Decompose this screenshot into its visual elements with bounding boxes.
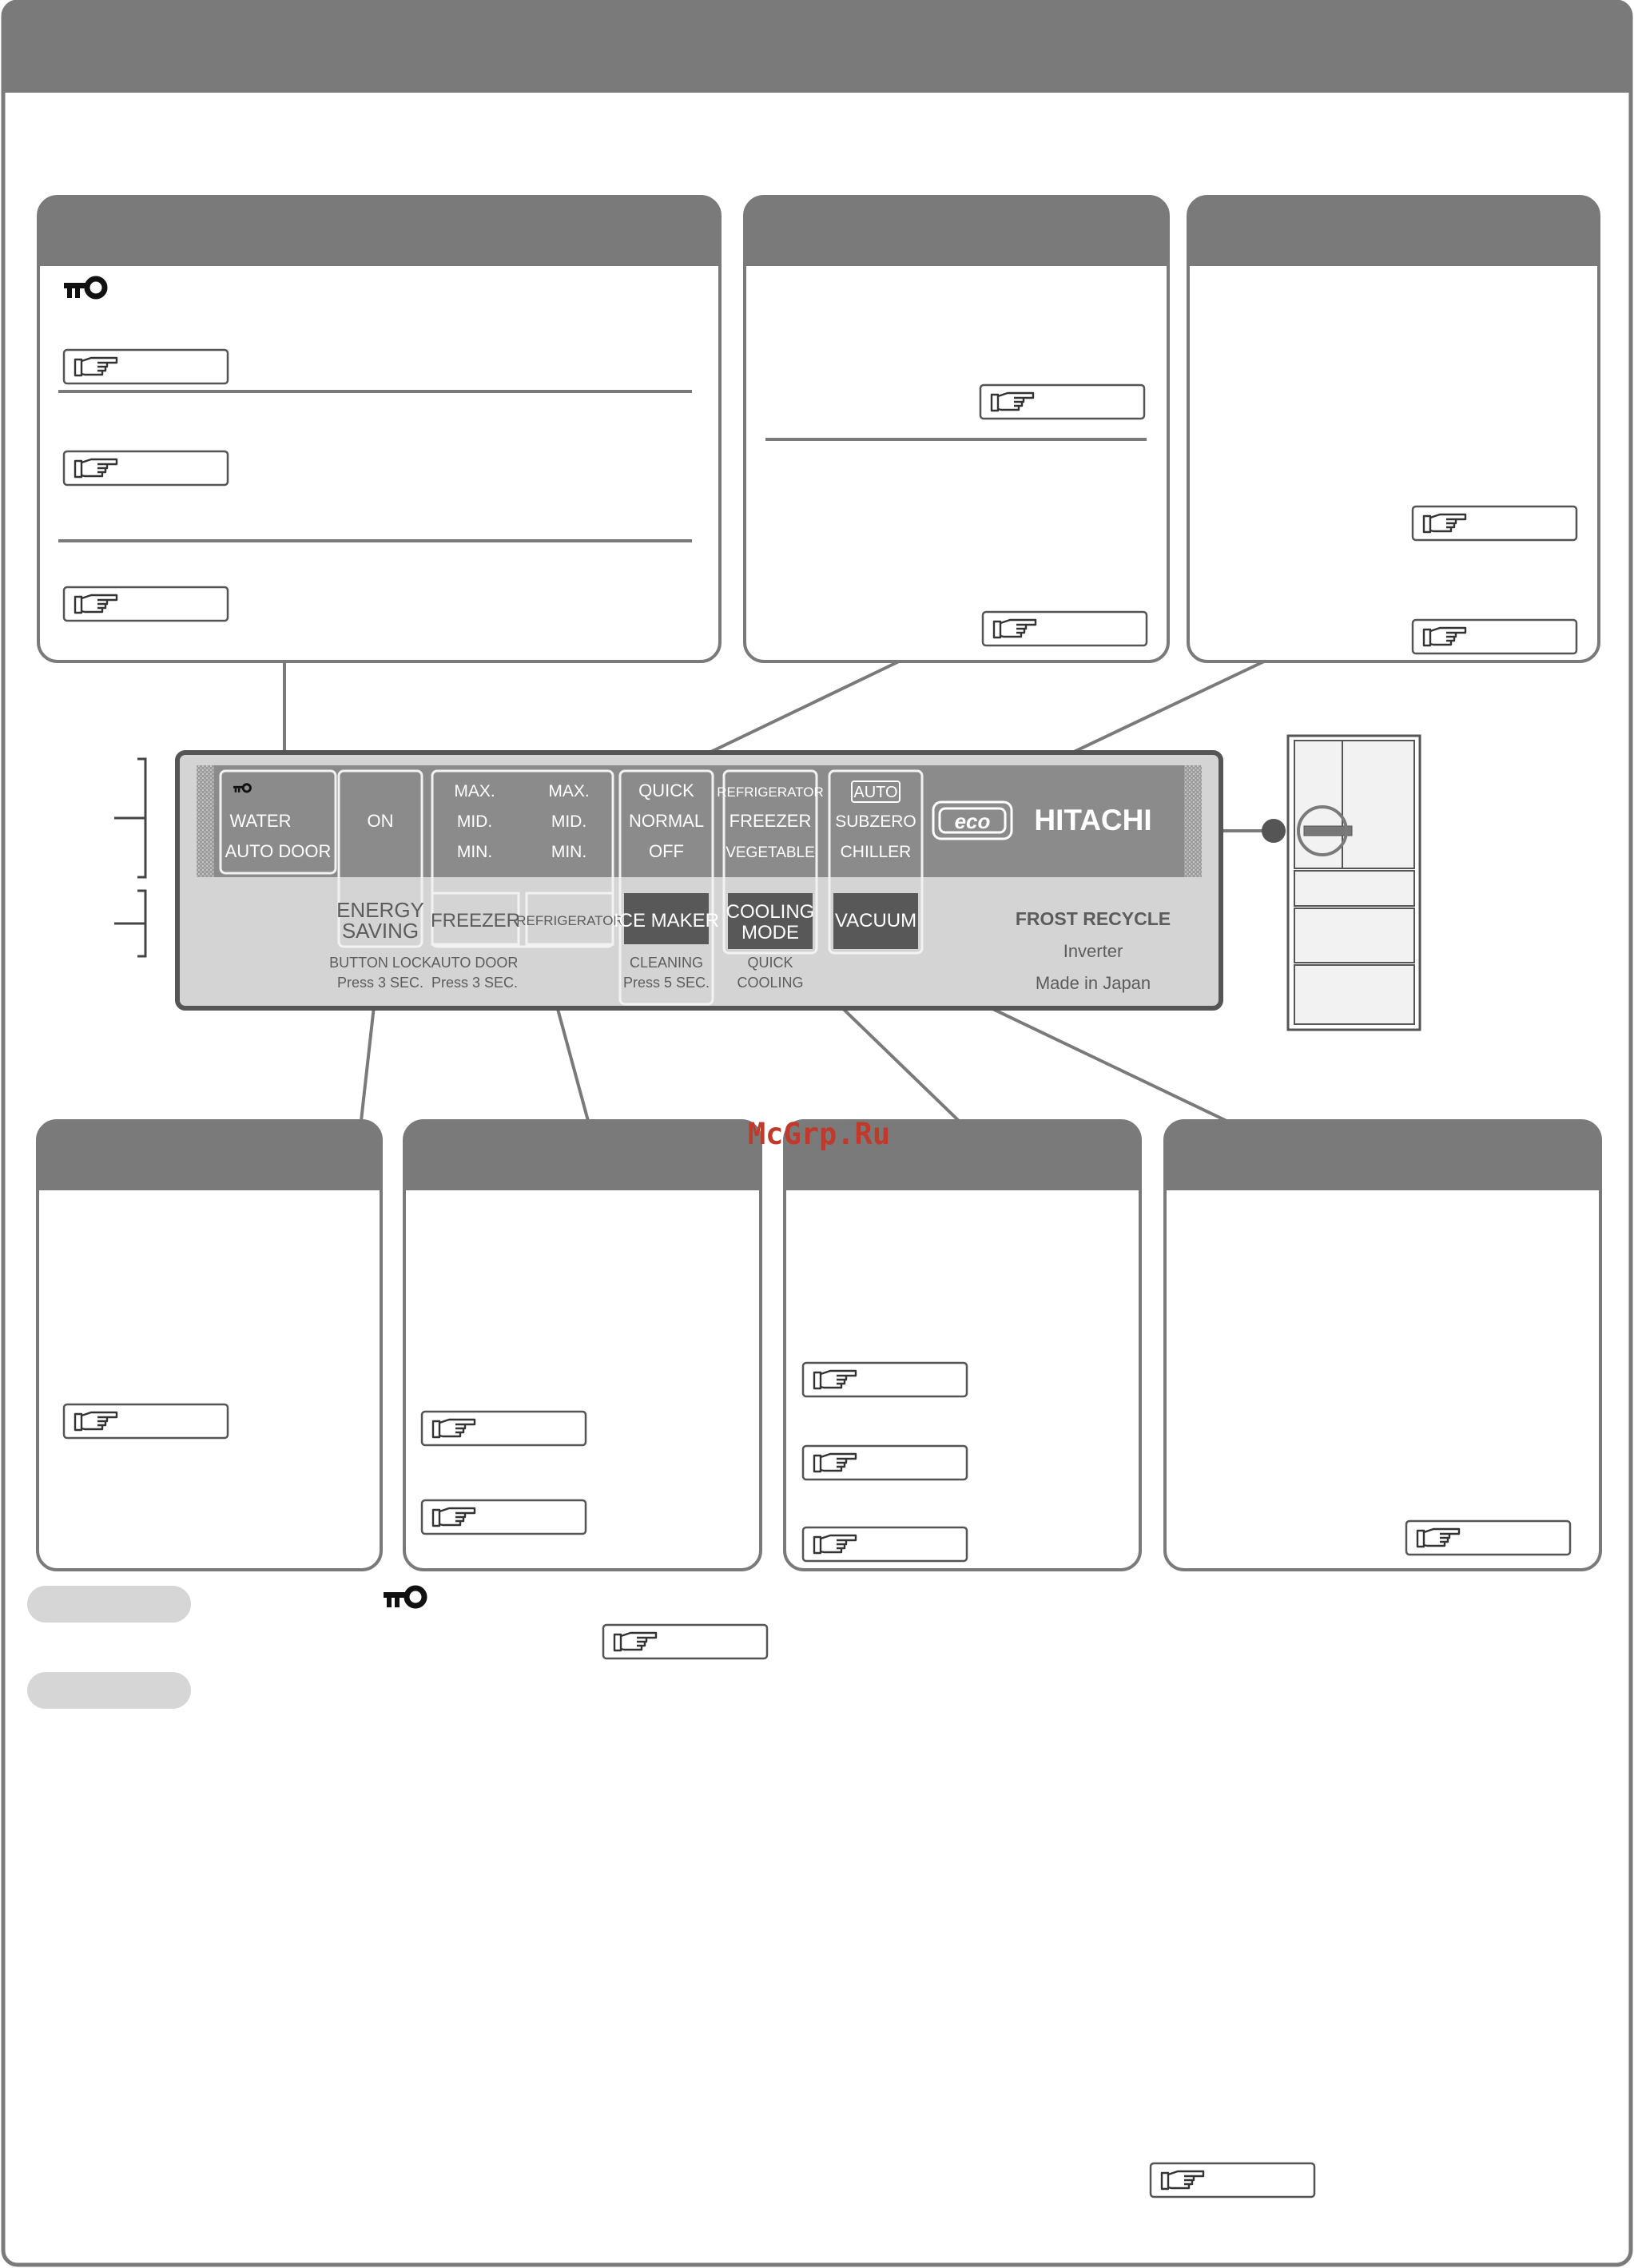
ice-maker-group-outline (618, 769, 714, 1006)
pointing-hand-icon[interactable] (62, 348, 229, 385)
indicator-auto-door: AUTO DOOR (225, 841, 332, 861)
indicator-vacuum-chiller: CHILLER (841, 843, 912, 861)
indicator-refrigerator-mid: MID. (551, 812, 586, 831)
pointing-hand-icon[interactable] (981, 610, 1148, 647)
eco-badge: eco (955, 809, 991, 833)
indicator-vacuum-auto: AUTO (853, 784, 897, 801)
pointing-hand-icon[interactable] (801, 1526, 968, 1563)
svg-text:MODE: MODE (741, 922, 799, 943)
svg-text:ENERGY: ENERGY (336, 898, 424, 922)
pointing-hand-icon[interactable] (1405, 1519, 1572, 1556)
indicator-vacuum-subzero: SUBZERO (835, 812, 916, 831)
callout-box-temperature (403, 1119, 762, 1571)
pointing-hand-icon[interactable] (62, 450, 229, 487)
indicator-ice-quick: QUICK (638, 780, 694, 800)
pointing-hand-icon[interactable] (420, 1499, 587, 1535)
sublabel-quick: QUICK (747, 955, 793, 971)
freezer-button[interactable]: FREEZER (431, 892, 520, 946)
callout-box-cooling-mode (783, 1119, 1142, 1571)
sublabel-press-3-sec: Press 3 SEC. (431, 975, 518, 991)
indicator-freezer-min: MIN. (457, 843, 492, 861)
made-in-label: Made in Japan (1036, 973, 1151, 993)
indicator-mode-vegetable: VEGETABLE (726, 844, 815, 861)
lock-group-outline (219, 769, 337, 875)
callout-box-eco (1187, 195, 1600, 663)
control-panel: WATER AUTO DOOR ON MAX. MID. MIN. MAX. M… (175, 750, 1223, 1011)
vacuum-button[interactable]: VACUUM (833, 893, 918, 949)
pointing-hand-icon[interactable] (979, 383, 1146, 420)
temperature-group-outline (431, 769, 614, 948)
svg-text:FREEZER: FREEZER (431, 910, 520, 931)
sublabel-cleaning: CLEANING (630, 955, 703, 971)
indicator-freezer-mid: MID. (457, 812, 492, 831)
sublabel-press-5-sec: Press 5 SEC. (623, 975, 710, 991)
energy-saving-group-outline (337, 769, 423, 948)
callout-box-vacuum (1163, 1119, 1602, 1571)
pointing-hand-icon[interactable] (801, 1361, 968, 1398)
cooling-mode-group-outline (722, 769, 818, 955)
brand-logo: HITACHI (1034, 804, 1151, 836)
side-brackets (114, 757, 147, 958)
svg-text:SAVING: SAVING (342, 919, 419, 943)
pointing-hand-icon[interactable] (62, 1403, 229, 1440)
pointing-hand-icon[interactable] (420, 1410, 587, 1447)
note-pill (27, 1586, 191, 1623)
sublabel-press-3-sec: Press 3 SEC. (337, 975, 423, 991)
sublabel-cooling: COOLING (737, 975, 803, 991)
sublabel-button-lock: BUTTON LOCK (329, 955, 431, 971)
pointing-hand-icon[interactable] (801, 1444, 968, 1481)
callout-box-energy-saving (36, 1119, 383, 1571)
frost-recycle-label: FROST RECYCLE (1016, 908, 1171, 929)
ice-maker-button[interactable]: ICE MAKER (614, 893, 719, 944)
indicator-water: WATER (230, 811, 292, 831)
cooling-mode-button[interactable]: COOLING MODE (726, 893, 815, 949)
pointing-hand-icon[interactable] (1149, 2162, 1316, 2198)
vacuum-group-outline (828, 769, 924, 955)
indicator-strip (197, 765, 1202, 877)
note-pill (27, 1672, 191, 1709)
indicator-mode-refrigerator: REFRIGERATOR (717, 784, 824, 800)
callout-header (38, 197, 720, 266)
svg-text:REFRIGERATOR: REFRIGERATOR (516, 913, 623, 928)
svg-text:VACUUM: VACUUM (835, 910, 916, 931)
svg-text:COOLING: COOLING (726, 901, 815, 923)
pointing-hand-icon[interactable] (1411, 505, 1578, 542)
indicator-ice-normal: NORMAL (629, 811, 704, 831)
refrigerator-illustration (1286, 734, 1421, 1031)
indicator-refrigerator-max: MAX. (548, 782, 589, 800)
watermark: McGrp.Ru (748, 1117, 890, 1151)
svg-text:ICE MAKER: ICE MAKER (614, 910, 719, 931)
callout-box-button-lock (37, 195, 722, 663)
refrigerator-button[interactable]: REFRIGERATOR (516, 892, 623, 946)
indicator-mode-freezer: FREEZER (730, 811, 812, 831)
pointing-hand-icon[interactable] (62, 586, 229, 622)
indicator-freezer-max: MAX. (454, 782, 495, 800)
callout-header (1165, 1121, 1600, 1190)
callout-header (785, 1121, 1140, 1190)
energy-saving-button[interactable]: ENERGY SAVING (336, 898, 424, 943)
callout-box-ice-maker (743, 195, 1170, 663)
indicator-ice-off: OFF (649, 841, 684, 861)
indicator-refrigerator-min: MIN. (551, 843, 586, 861)
callout-header (1188, 197, 1599, 266)
indicator-energy-saving-on: ON (368, 811, 394, 831)
inverter-label: Inverter (1063, 941, 1123, 961)
callout-header (404, 1121, 761, 1190)
callout-header (38, 1121, 381, 1190)
connector-dot (1262, 819, 1286, 843)
pointing-hand-icon[interactable] (602, 1623, 769, 1660)
page-header-bar (3, 2, 1631, 93)
pointing-hand-icon[interactable] (1411, 618, 1578, 655)
callout-header (745, 197, 1168, 266)
sublabel-auto-door: AUTO DOOR (431, 955, 519, 971)
